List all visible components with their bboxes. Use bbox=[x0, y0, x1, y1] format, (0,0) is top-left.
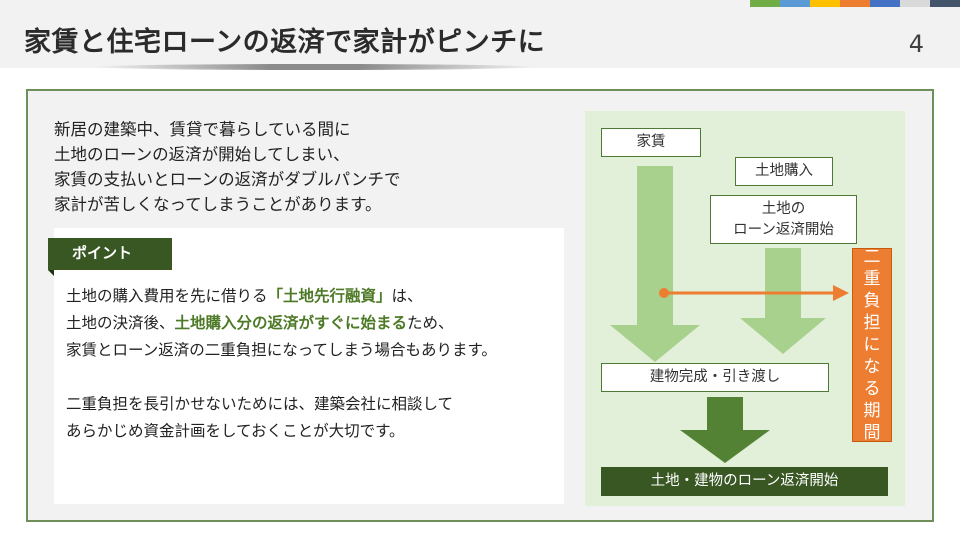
point-text-span: は、 bbox=[391, 287, 423, 305]
point-text-span: ため、 bbox=[407, 314, 454, 332]
double-burden-arrowhead bbox=[833, 285, 849, 301]
land-repay-start-box: 土地の ローン返済開始 bbox=[710, 195, 857, 244]
intro-text: 新居の建築中、賃貸で暮らしている間に 土地のローンの返済が開始してしまい、 家賃… bbox=[54, 117, 554, 217]
vertical-label-char: 担 bbox=[863, 313, 881, 333]
vertical-label-char: な bbox=[863, 357, 881, 377]
vertical-label-char: 間 bbox=[863, 423, 881, 443]
accent-stripe bbox=[810, 0, 840, 7]
point-line: 土地の決済後、土地購入分の返済がすぐに始まるため、 bbox=[66, 310, 566, 337]
intro-line: 家計が苦しくなってしまうことがあります。 bbox=[54, 195, 382, 214]
point-text: 土地の購入費用を先に借りる「土地先行融資」は、 土地の決済後、土地購入分の返済が… bbox=[66, 283, 566, 445]
double-burden-period-label: 二重負担になる期間 bbox=[852, 247, 892, 443]
vertical-label-char: る bbox=[863, 379, 881, 399]
vertical-label-char: 負 bbox=[863, 291, 881, 311]
point-box bbox=[54, 228, 564, 504]
accent-stripes bbox=[750, 0, 960, 7]
rent-arrow bbox=[610, 166, 700, 362]
land-repay-line: 土地の bbox=[761, 200, 806, 217]
building-complete-box: 建物完成・引き渡し bbox=[601, 363, 829, 392]
vertical-label-char: 期 bbox=[863, 401, 881, 421]
full-repay-start-box: 土地・建物のローン返済開始 bbox=[601, 467, 888, 496]
accent-stripe bbox=[870, 0, 900, 7]
slide-title: 家賃と住宅ローンの返済で家計がピンチに bbox=[24, 27, 546, 58]
point-label: ポイント bbox=[48, 238, 172, 270]
highlight-land-advance-loan: 「土地先行融資」 bbox=[267, 287, 392, 305]
point-text-span: 土地の購入費用を先に借りる bbox=[66, 287, 268, 305]
land-repay-arrow bbox=[740, 248, 826, 354]
land-purchase-box: 土地購入 bbox=[735, 157, 833, 186]
page-number: 4 bbox=[908, 30, 924, 58]
vertical-label-char: に bbox=[863, 335, 881, 355]
point-line: 家賃とローン返済の二重負担になってしまう場合もあります。 bbox=[66, 341, 497, 359]
accent-stripe bbox=[840, 0, 870, 7]
point-label-fold bbox=[48, 270, 54, 276]
point-line: 土地の購入費用を先に借りる「土地先行融資」は、 bbox=[66, 283, 566, 310]
intro-line: 家賃の支払いとローンの返済がダブルパンチで bbox=[54, 170, 401, 189]
intro-line: 新居の建築中、賃貸で暮らしている間に bbox=[54, 120, 351, 139]
point-text-span: 土地の決済後、 bbox=[66, 314, 175, 332]
handover-arrow bbox=[680, 397, 770, 463]
accent-stripe bbox=[900, 0, 930, 7]
header-bar bbox=[0, 0, 960, 68]
accent-stripe bbox=[750, 0, 780, 7]
highlight-immediate-repayment: 土地購入分の返済がすぐに始まる bbox=[174, 314, 408, 332]
vertical-label-char: 重 bbox=[863, 269, 881, 289]
point-line: あらかじめ資金計画をしておくことが大切です。 bbox=[66, 422, 405, 440]
title-underline bbox=[95, 64, 535, 70]
accent-stripe bbox=[780, 0, 810, 7]
double-burden-start-dot bbox=[659, 288, 669, 298]
point-line: 二重負担を長引かせないためには、建築会社に相談して bbox=[66, 395, 454, 413]
rent-box: 家賃 bbox=[601, 128, 701, 157]
vertical-label-char: 二 bbox=[863, 247, 881, 267]
intro-line: 土地のローンの返済が開始してしまい、 bbox=[54, 145, 350, 164]
accent-stripe bbox=[930, 0, 960, 7]
land-repay-line: ローン返済開始 bbox=[733, 221, 834, 238]
